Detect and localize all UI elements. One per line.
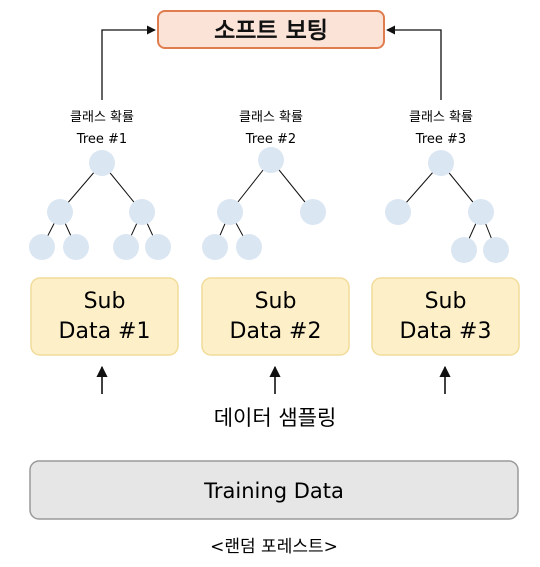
subdata-line1-2: Sub: [255, 289, 297, 314]
tree-leaf-node: [113, 234, 139, 260]
subdata-line2-2: Data #2: [230, 319, 322, 344]
subdata-line1-3: Sub: [425, 289, 467, 314]
subdata-box-1: [30, 277, 179, 356]
tree-node: [468, 199, 494, 225]
tree-node: [47, 199, 73, 225]
class-prob-label-3: 클래스 확률: [409, 110, 473, 125]
class-prob-label-2: 클래스 확률: [239, 110, 303, 125]
tree-leaf-node: [451, 237, 477, 263]
tree-leaf-node: [202, 234, 228, 260]
tree-leaf-node: [483, 237, 509, 263]
tree-node: [129, 199, 155, 225]
arrow-tree1-to-voting: [101, 25, 156, 100]
tree-label-1: Tree #1: [76, 132, 127, 147]
arrow-tree3-to-voting: [386, 25, 442, 100]
soft-voting-label: 소프트 보팅: [214, 18, 328, 44]
subdata-line1-1: Sub: [84, 289, 126, 314]
soft-voting-box: [157, 10, 385, 49]
diagram-caption: <랜덤 포레스트>: [210, 537, 338, 557]
subdata-line2-1: Data #1: [59, 319, 151, 344]
tree-leaf-node: [145, 234, 171, 260]
training-data-box: [29, 460, 519, 520]
tree-node: [428, 150, 454, 176]
tree-leaf-node: [300, 199, 326, 225]
tree-leaf-node: [236, 234, 262, 260]
subdata-line2-3: Data #3: [400, 319, 492, 344]
tree-node: [217, 199, 243, 225]
training-data-label: Training Data: [203, 479, 344, 503]
data-sampling-label: 데이터 샘플링: [214, 406, 337, 430]
subdata-box-3: [371, 277, 520, 356]
tree-leaf-node: [63, 234, 89, 260]
tree-leaf-node: [385, 199, 411, 225]
tree-node: [89, 150, 115, 176]
subdata-box-2: [201, 277, 350, 356]
tree-leaf-node: [29, 234, 55, 260]
class-prob-label-1: 클래스 확률: [70, 110, 134, 125]
tree-node: [258, 147, 284, 173]
tree-label-3: Tree #3: [415, 132, 466, 147]
tree-label-2: Tree #2: [245, 132, 296, 147]
